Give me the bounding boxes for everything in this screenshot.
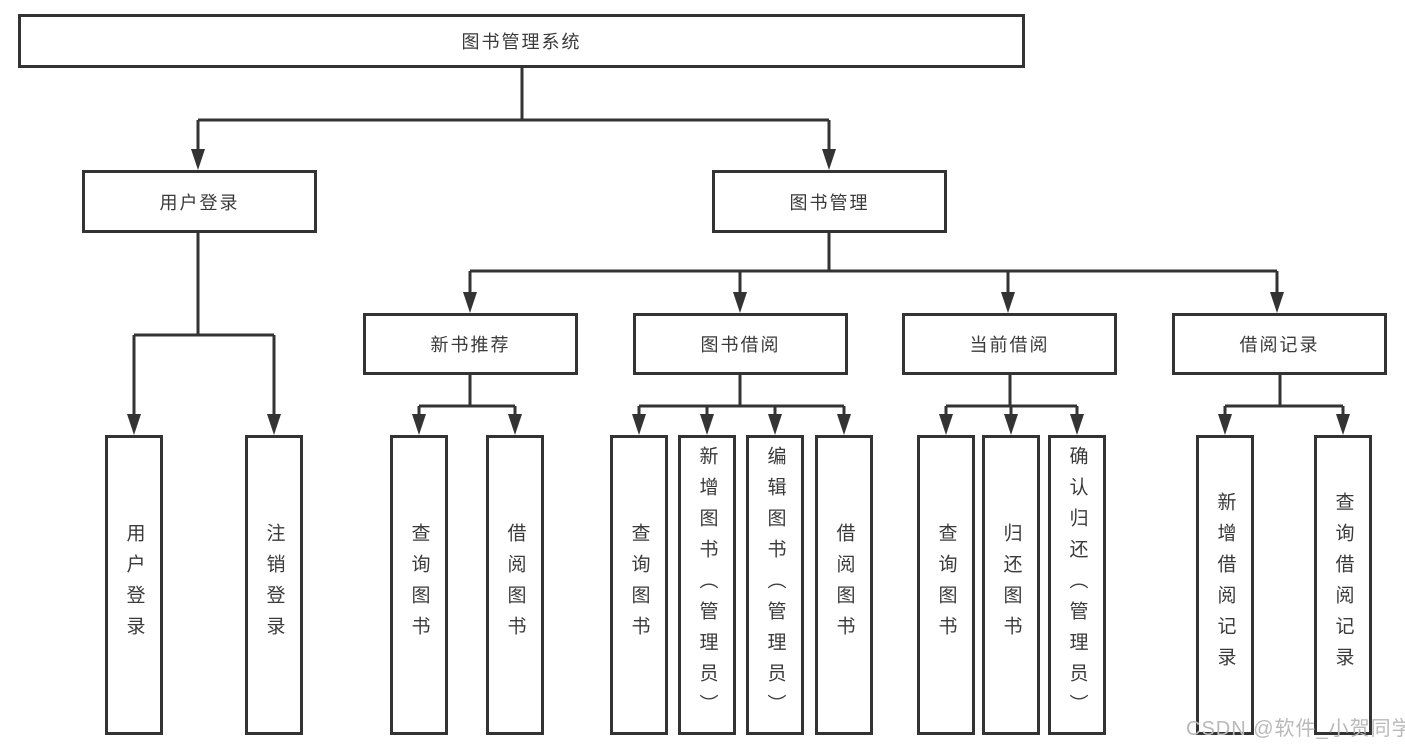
node-book-management: 图书管理 xyxy=(712,170,947,233)
leaf-br-add-record: 新增借阅记录 xyxy=(1196,435,1254,735)
leaf-label: 新增图书（管理员） xyxy=(696,445,718,725)
node-label: 图书管理系统 xyxy=(461,32,582,52)
node-label: 图书管理 xyxy=(789,192,870,213)
leaf-label: 查询借阅记录 xyxy=(1332,492,1354,678)
leaf-user-login: 用户登录 xyxy=(105,435,163,735)
leaf-label: 新增借阅记录 xyxy=(1214,492,1236,678)
node-label: 借阅记录 xyxy=(1239,335,1320,355)
node-user-login: 用户登录 xyxy=(82,170,317,233)
leaf-label: 查询图书 xyxy=(408,523,430,647)
node-label: 用户登录 xyxy=(159,192,240,213)
leaf-label: 编辑图书（管理员） xyxy=(764,445,786,725)
leaf-bb-edit-book: 编辑图书（管理员） xyxy=(746,435,804,735)
leaf-nbr-borrow-book: 借阅图书 xyxy=(486,435,544,735)
leaf-br-query-record: 查询借阅记录 xyxy=(1314,435,1372,735)
leaf-label: 查询图书 xyxy=(628,523,650,647)
leaf-label: 查询图书 xyxy=(935,523,957,647)
node-current-borrow: 当前借阅 xyxy=(902,313,1117,375)
leaf-bb-query-book: 查询图书 xyxy=(610,435,668,735)
node-label: 图书借阅 xyxy=(700,335,781,355)
leaf-bb-add-book: 新增图书（管理员） xyxy=(678,435,736,735)
node-book-borrow: 图书借阅 xyxy=(633,313,848,375)
leaf-label: 归还图书 xyxy=(1000,523,1022,647)
leaf-label: 用户登录 xyxy=(123,523,145,647)
node-label: 新书推荐 xyxy=(430,335,511,355)
node-root-system: 图书管理系统 xyxy=(18,14,1025,68)
node-borrow-records: 借阅记录 xyxy=(1172,313,1387,375)
leaf-logout: 注销登录 xyxy=(245,435,303,735)
leaf-nbr-query-book: 查询图书 xyxy=(390,435,448,735)
leaf-cb-return-book: 归还图书 xyxy=(982,435,1040,735)
node-new-book-recommend: 新书推荐 xyxy=(363,313,578,375)
leaf-label: 借阅图书 xyxy=(833,523,855,647)
csdn-watermark: CSDN @软件_小贺同学 xyxy=(1186,718,1405,740)
leaf-label: 借阅图书 xyxy=(504,523,526,647)
leaf-bb-borrow-book: 借阅图书 xyxy=(815,435,873,735)
leaf-cb-confirm-return: 确认归还（管理员） xyxy=(1048,435,1106,735)
leaf-label: 确认归还（管理员） xyxy=(1066,445,1088,725)
leaf-cb-query-book: 查询图书 xyxy=(917,435,975,735)
leaf-label: 注销登录 xyxy=(263,523,285,647)
node-label: 当前借阅 xyxy=(969,335,1050,355)
